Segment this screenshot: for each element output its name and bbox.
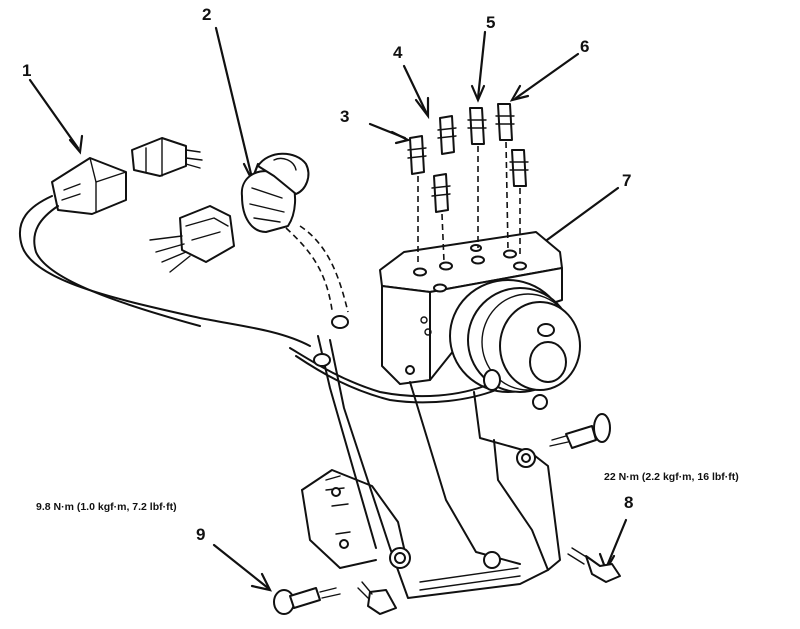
fitting-5: [467, 107, 487, 248]
abs-modulator-unit: [379, 231, 581, 410]
callout-1: 1: [22, 61, 32, 80]
callout-9: 9: [196, 525, 206, 544]
torque-spec-left: 9.8 N·m (1.0 kgf·m, 7.2 lbf·ft): [36, 501, 177, 513]
callout-2: 2: [202, 5, 212, 24]
callout-8: 8: [624, 493, 634, 512]
bolt-lower-fastener: [357, 581, 397, 615]
fitting-6b: [509, 149, 529, 254]
harness-connector-1: [19, 157, 311, 347]
bolt-8-fastener: [567, 547, 621, 583]
harness-connector-2: [149, 152, 349, 313]
pump-motor: [449, 279, 581, 410]
fitting-3b: [431, 173, 451, 263]
harness-routing: [289, 315, 501, 404]
fitting-3: [407, 135, 427, 262]
brake-line-fittings: [407, 103, 529, 263]
callout-7: 7: [622, 171, 632, 190]
callout-5: 5: [486, 13, 496, 32]
bolt-7-fastener: [549, 413, 611, 449]
mating-connector: [131, 137, 203, 177]
port-holes: [413, 244, 527, 293]
fitting-6: [495, 103, 515, 251]
callout-3: 3: [340, 107, 350, 126]
fitting-4: [437, 115, 457, 155]
torque-spec-right: 22 N·m (2.2 kgf·m, 16 lbf·ft): [604, 471, 739, 483]
bolt-9-fastener: [273, 587, 341, 615]
callout-4: 4: [393, 43, 403, 62]
callout-6: 6: [580, 37, 590, 56]
